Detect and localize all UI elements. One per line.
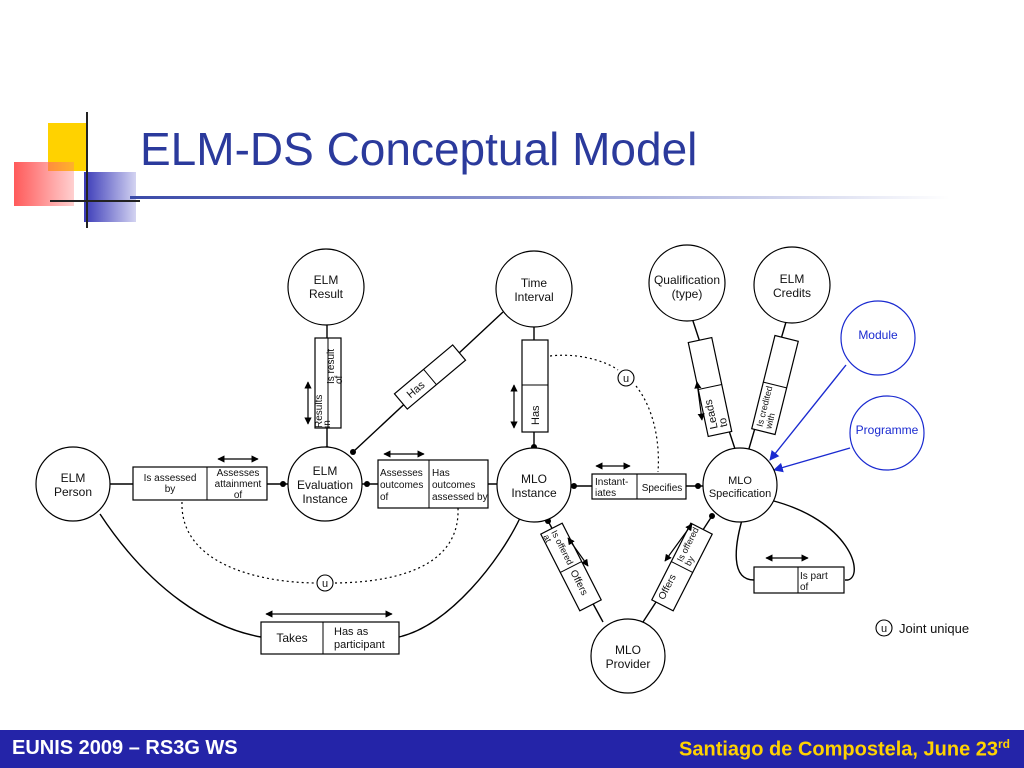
svg-text:ELM: ELM	[61, 471, 86, 485]
svg-text:Instant-: Instant-	[595, 477, 628, 488]
legend-joint-unique: u Joint unique	[875, 619, 969, 637]
entity-time-interval: Time Interval	[495, 250, 573, 328]
svg-text:MLO: MLO	[615, 643, 641, 657]
rel-is-part-of-box: Is part of	[753, 554, 845, 594]
rel-assesses-outcomes-box: Assesses outcomes of Has outcomes assess…	[377, 450, 489, 509]
svg-text:(type): (type)	[672, 287, 703, 301]
rel-is-assessed-by-box: Is assessed by Assesses attainment of	[132, 455, 268, 501]
entity-elm-credits: ELM Credits	[753, 246, 831, 324]
svg-text:Module: Module	[858, 328, 898, 342]
svg-text:of: of	[800, 582, 809, 593]
svg-text:of: of	[380, 492, 389, 503]
footer-event: EUNIS 2009 – RS3G WS	[12, 737, 238, 759]
rel-leads-to-box: Leads to	[687, 336, 733, 438]
svg-text:ELM: ELM	[313, 464, 338, 478]
svg-text:Takes: Takes	[276, 631, 307, 645]
svg-text:u: u	[881, 623, 887, 635]
svg-text:Evaluation: Evaluation	[297, 478, 353, 492]
svg-text:u: u	[623, 373, 629, 385]
programme-arrow	[773, 447, 851, 473]
svg-text:Result: Result	[309, 287, 344, 301]
svg-text:with: with	[763, 412, 777, 431]
svg-text:Interval: Interval	[514, 290, 553, 304]
rel-is-offered-by-box: Offers Is offered by	[650, 522, 714, 612]
conceptual-model-diagram: ELM Result Time Interval Qualification (…	[35, 244, 969, 694]
svg-text:Person: Person	[54, 485, 92, 499]
entity-mlo-provider: MLO Provider	[590, 618, 666, 694]
svg-text:Programme: Programme	[856, 423, 919, 437]
svg-text:to: to	[717, 417, 731, 428]
slide-title: ELM-DS Conceptual Model	[140, 123, 698, 175]
svg-text:Results: Results	[314, 395, 325, 428]
module-arrow	[769, 364, 847, 461]
entity-qualification: Qualification (type)	[648, 244, 726, 322]
rel-has-time-box: Has	[393, 344, 467, 410]
footer-location-text: Santiago de Compostela, June 23	[679, 738, 998, 761]
svg-text:Specifies: Specifies	[642, 483, 683, 494]
svg-text:MLO: MLO	[728, 475, 752, 487]
entity-elm-person: ELM Person	[35, 446, 111, 522]
svg-text:Is part: Is part	[800, 571, 828, 582]
offered-by-arrow	[664, 523, 693, 562]
svg-text:in: in	[322, 420, 333, 428]
deco-horizontal-line	[50, 200, 140, 202]
union-marker-top: u	[617, 369, 635, 387]
deco-red-square	[14, 162, 74, 206]
rel-takes-box: Takes Has as participant	[260, 610, 400, 655]
svg-text:participant: participant	[334, 639, 385, 651]
svg-text:Time: Time	[521, 276, 548, 290]
svg-text:Specification: Specification	[709, 488, 771, 500]
svg-text:Credits: Credits	[773, 286, 811, 300]
svg-text:of: of	[334, 375, 345, 384]
footer-ordinal: rd	[998, 737, 1010, 751]
entity-module: Module	[840, 300, 916, 376]
svg-text:Has: Has	[530, 405, 542, 425]
svg-text:MLO: MLO	[521, 472, 547, 486]
rel-is-offered-at-box: Is offered at Offers	[539, 522, 603, 612]
svg-text:Joint unique: Joint unique	[899, 621, 969, 636]
svg-text:attainment: attainment	[215, 479, 262, 490]
deco-blue-square	[84, 172, 136, 222]
footer-bar: EUNIS 2009 – RS3G WS Santiago de Compost…	[0, 730, 1024, 768]
svg-text:ELM: ELM	[314, 273, 339, 287]
svg-text:Instance: Instance	[302, 492, 348, 506]
leads-to-arrow	[694, 381, 705, 421]
svg-text:Is assessed: Is assessed	[144, 473, 197, 484]
svg-text:Has: Has	[432, 468, 450, 479]
rel-instantiates-box: Instant- iates Specifies	[591, 462, 687, 500]
title-underline	[130, 196, 950, 199]
svg-text:at: at	[541, 533, 554, 545]
footer-location-date: Santiago de Compostela, June 23rd	[679, 737, 1010, 762]
rel-has-mlo-time-box: Has	[510, 339, 549, 433]
entity-elm-evaluation-instance: ELM Evaluation Instance	[287, 446, 363, 522]
svg-text:assessed by: assessed by	[432, 492, 488, 503]
svg-text:outcomes: outcomes	[432, 480, 475, 491]
svg-text:u: u	[322, 578, 328, 590]
rel-is-credited-with-box: Is credited with	[751, 334, 799, 436]
svg-text:Has as: Has as	[334, 626, 369, 638]
svg-text:of: of	[234, 490, 243, 501]
rel-results-in-box: Results in Is result of	[304, 337, 345, 429]
svg-text:ELM: ELM	[780, 272, 805, 286]
svg-text:by: by	[165, 484, 176, 495]
entity-elm-result: ELM Result	[287, 248, 365, 326]
entity-programme: Programme	[849, 395, 925, 471]
svg-text:Assesses: Assesses	[217, 468, 260, 479]
dotted-connectors	[181, 354, 659, 584]
svg-text:Is result: Is result	[326, 349, 337, 384]
svg-text:Instance: Instance	[511, 486, 557, 500]
offered-at-arrow	[567, 537, 589, 567]
entity-mlo-specification: MLO Specification	[702, 447, 778, 523]
svg-text:outcomes: outcomes	[380, 480, 423, 491]
svg-text:Qualification: Qualification	[654, 273, 720, 287]
deco-vertical-line	[86, 112, 88, 228]
entity-mlo-instance: MLO Instance	[496, 447, 572, 523]
svg-text:iates: iates	[595, 488, 616, 499]
svg-text:Provider: Provider	[606, 657, 651, 671]
svg-text:Assesses: Assesses	[380, 468, 423, 479]
union-marker-bottom: u	[316, 574, 334, 592]
